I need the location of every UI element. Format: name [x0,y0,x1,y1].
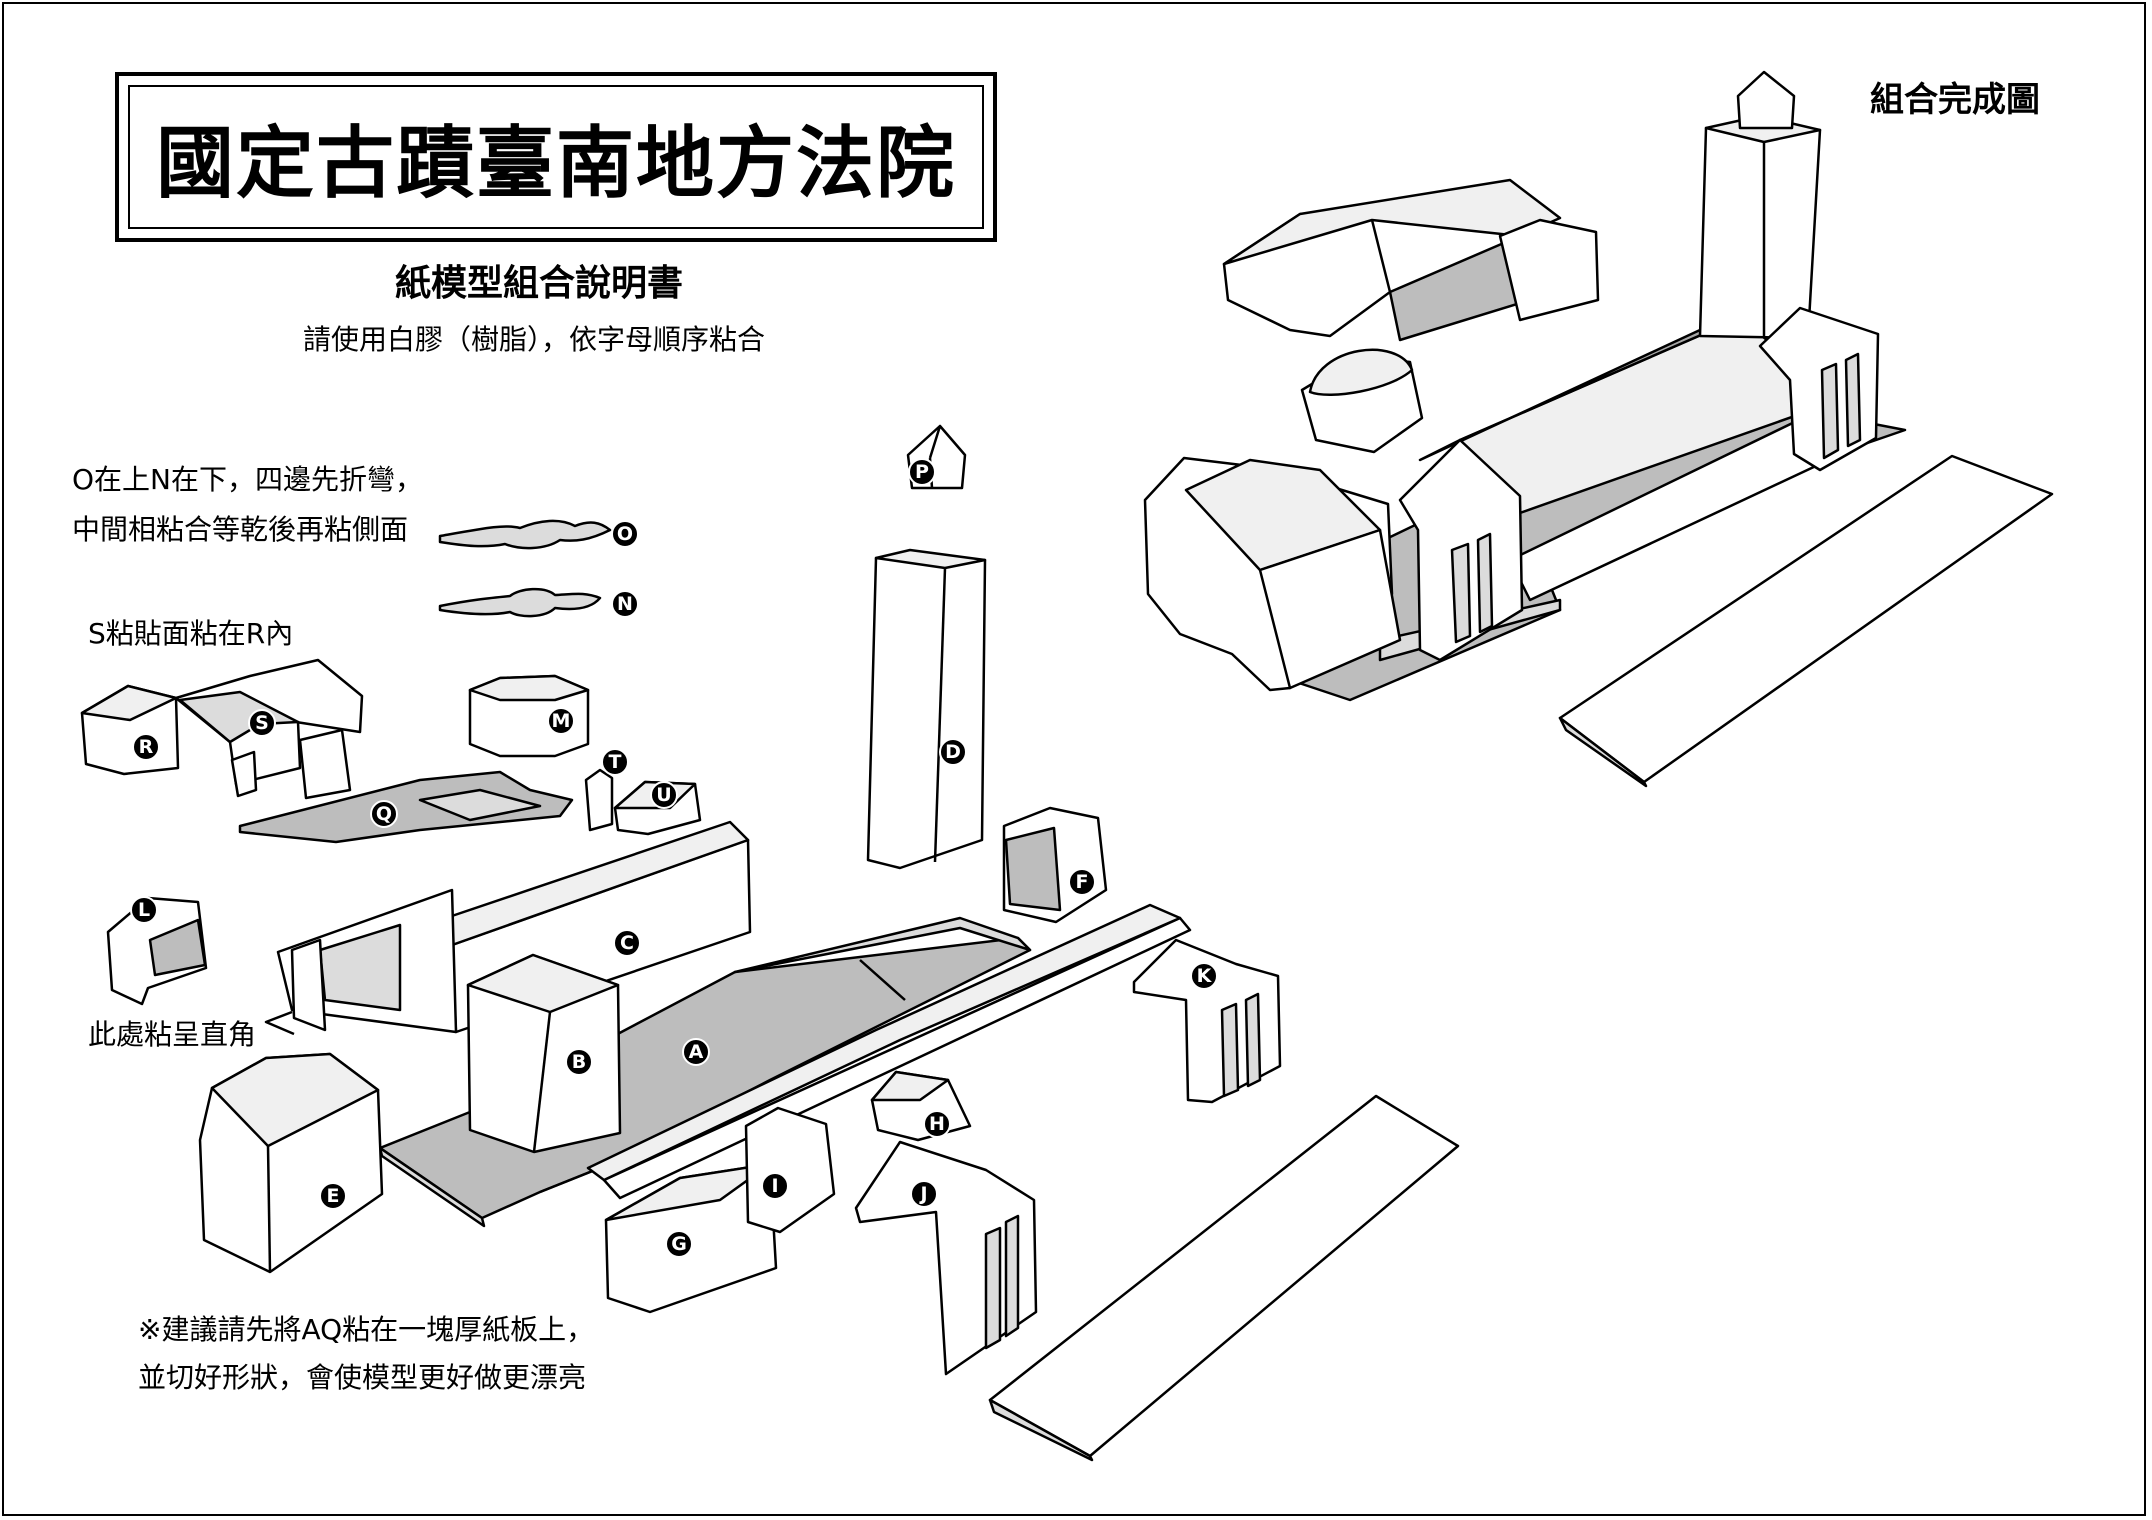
page-subtitle: 紙模型組合說明書 [395,262,684,304]
part-k-wing [1132,938,1282,1104]
svg-text:G: G [671,1233,687,1255]
label-r: R [132,733,160,761]
part-q-plate [238,770,574,844]
title-box-inner: 國定古蹟臺南地方法院 [128,85,984,229]
label-j: J [910,1180,938,1208]
completed-label: 組合完成圖 [1870,80,2040,120]
label-q: Q [370,800,398,828]
label-p: P [908,458,936,486]
note-on-line1: O在上N在下，四邊先折彎， [72,463,423,496]
title-box: 國定古蹟臺南地方法院 [115,72,997,242]
part-m-octagon [468,674,590,758]
svg-text:T: T [609,751,622,773]
svg-text:U: U [656,784,671,806]
label-l: L [130,896,158,924]
label-b: B [565,1048,593,1076]
right-angle-marker [264,1010,295,1036]
part-d-tower [866,548,987,870]
part-i-piece [744,1106,836,1234]
svg-text:B: B [572,1051,586,1073]
svg-text:Q: Q [376,803,392,825]
svg-text:H: H [929,1113,945,1135]
label-k: K [1190,962,1218,990]
glue-instruction: 請使用白膠（樹脂），依字母順序粘合 [303,323,766,356]
part-o-cross [438,519,612,550]
part-n-cross [438,587,602,618]
label-s: S [248,709,276,737]
svg-text:S: S [255,712,269,734]
label-m: M [547,707,575,735]
part-f-piece [1002,806,1108,924]
svg-text:P: P [915,461,929,483]
part-rs-wing [80,658,364,800]
label-c: C [613,929,641,957]
label-d: D [939,738,967,766]
part-e-block [198,1052,384,1274]
note-s-into-r: S粘貼面粘在R內 [88,617,294,650]
completed-model [1143,70,2054,788]
label-u: U [650,781,678,809]
label-a: A [682,1038,710,1066]
part-t-piece [584,768,614,832]
svg-text:F: F [1076,871,1089,893]
label-h: H [923,1110,951,1138]
svg-text:A: A [689,1041,704,1063]
page-title: 國定古蹟臺南地方法院 [155,118,956,209]
label-e: E [319,1182,347,1210]
svg-text:K: K [1197,965,1213,987]
svg-text:M: M [552,710,571,732]
svg-text:R: R [139,736,154,758]
part-b-block [466,953,622,1154]
svg-text:J: J [918,1183,927,1205]
ramp-piece [988,1094,1460,1462]
note-tip-line2: 並切好形狀，會使模型更好做更漂亮 [138,1361,587,1394]
label-t: T [601,748,629,776]
svg-text:N: N [617,593,633,615]
note-on-line2: 中間相粘合等乾後再粘側面 [72,513,409,546]
note-tip-line1: ※建議請先將AQ粘在一塊厚紙板上， [138,1313,595,1346]
svg-text:L: L [138,899,150,921]
part-h-piece [870,1070,972,1142]
svg-text:I: I [771,1175,778,1197]
label-g: G [665,1230,693,1258]
svg-text:C: C [620,932,634,954]
label-i: I [761,1172,789,1200]
label-f: F [1068,868,1096,896]
label-n: N [611,590,639,618]
note-right-angle: 此處粘呈直角 [88,1018,257,1051]
part-l-piece [106,896,208,1006]
svg-text:O: O [617,523,633,545]
svg-text:D: D [945,741,961,763]
label-o: O [611,520,639,548]
part-j-wing [854,1140,1038,1376]
svg-text:E: E [327,1185,340,1207]
